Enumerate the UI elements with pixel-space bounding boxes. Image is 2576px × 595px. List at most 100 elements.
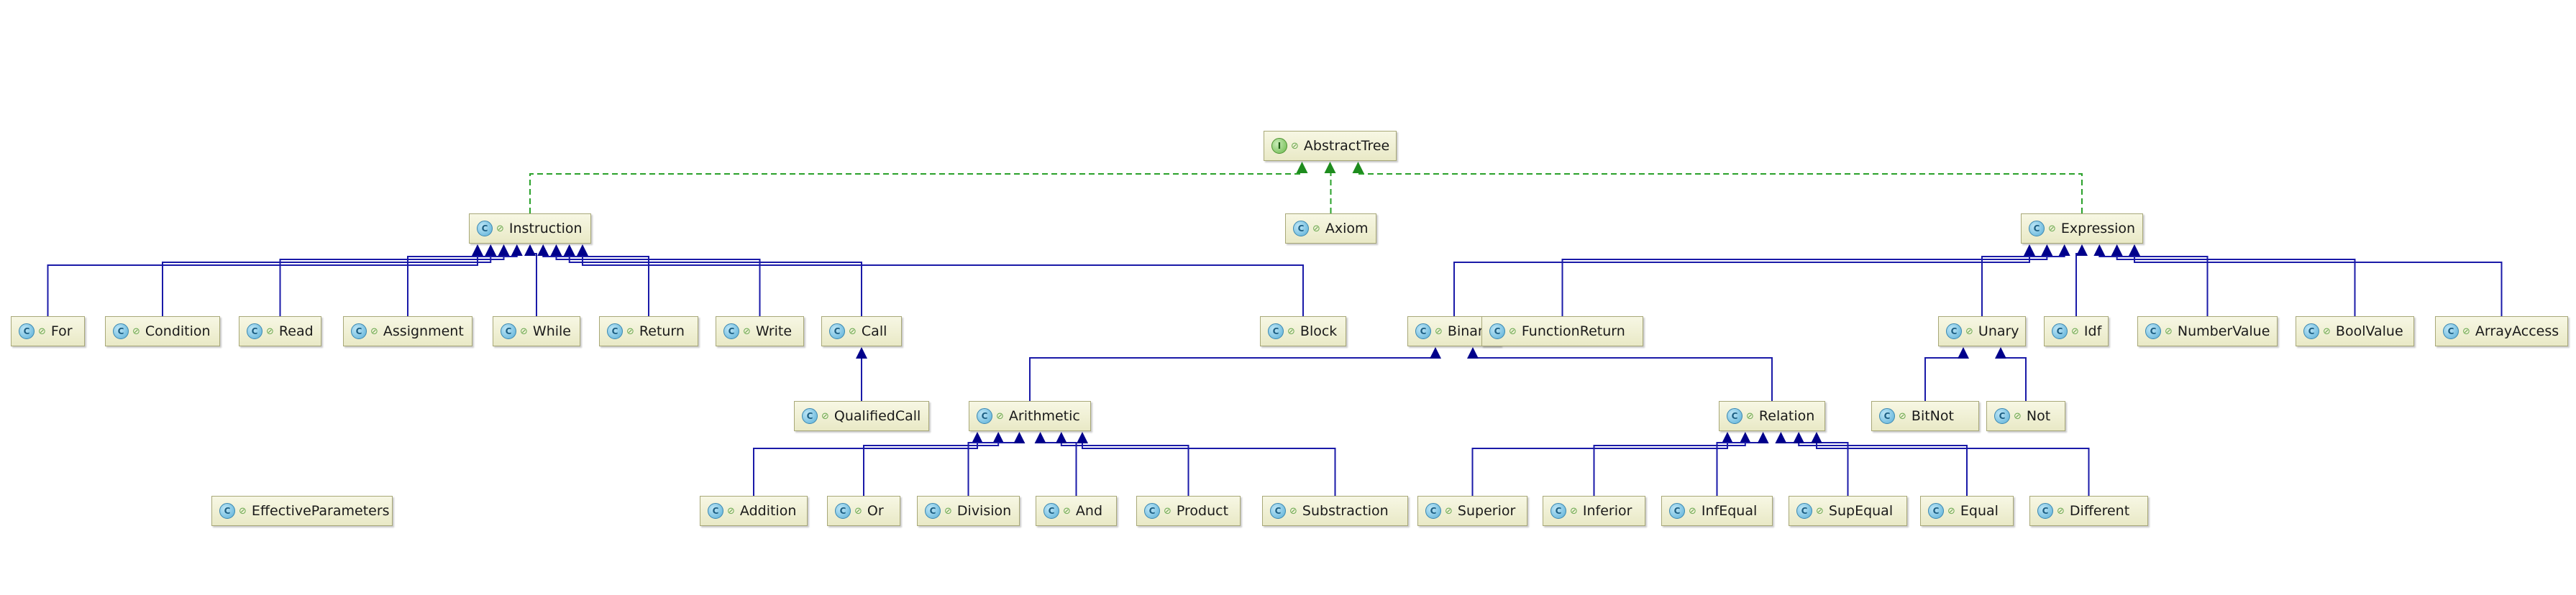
class-name: Instruction: [508, 221, 583, 236]
class-node-inf-equal[interactable]: C⊘InfEqual: [1661, 496, 1773, 526]
class-name: Equal: [1960, 503, 1999, 519]
class-icon: C: [501, 323, 516, 339]
extends-edge-while: [529, 253, 537, 316]
extends-edge-binary: [1453, 255, 2030, 316]
arrowhead: [1757, 432, 1769, 443]
class-icon: C: [1415, 323, 1431, 339]
class-icon: C: [977, 408, 992, 424]
class-node-not[interactable]: C⊘Not: [1986, 401, 2065, 431]
class-node-for[interactable]: C⊘For: [11, 316, 85, 346]
visibility-icon: ⊘: [266, 326, 274, 337]
visibility-icon: ⊘: [1445, 505, 1453, 517]
arrowhead: [972, 432, 983, 443]
class-node-abstract-tree[interactable]: I⊘AbstractTree: [1264, 131, 1397, 161]
class-icon: C: [1270, 503, 1286, 519]
arrowhead: [511, 244, 523, 256]
class-node-different[interactable]: C⊘Different: [2029, 496, 2148, 526]
class-node-inferior[interactable]: C⊘Inferior: [1543, 496, 1645, 526]
class-name: Write: [755, 323, 793, 339]
class-node-call[interactable]: C⊘Call: [821, 316, 902, 346]
class-node-bool-value[interactable]: C⊘BoolValue: [2296, 316, 2414, 346]
extends-edge-or: [863, 443, 1000, 496]
visibility-icon: ⊘: [854, 505, 862, 517]
class-icon: C: [2443, 323, 2459, 339]
class-node-instruction[interactable]: C⊘Instruction: [469, 213, 591, 244]
class-node-condition[interactable]: C⊘Condition: [105, 316, 220, 346]
visibility-icon: ⊘: [2323, 326, 2331, 337]
class-icon: C: [2303, 323, 2319, 339]
extends-edge-assignment: [407, 255, 518, 316]
visibility-icon: ⊘: [1746, 410, 1754, 422]
class-icon: C: [925, 503, 941, 519]
class-icon: C: [219, 503, 235, 519]
interface-icon: I: [1271, 138, 1287, 154]
class-node-bit-not[interactable]: C⊘BitNot: [1871, 401, 1979, 431]
class-node-idf[interactable]: C⊘Idf: [2044, 316, 2109, 346]
class-icon: C: [1293, 221, 1309, 236]
class-node-product[interactable]: C⊘Product: [1136, 496, 1241, 526]
arrowhead: [1296, 162, 1308, 173]
arrowhead: [2111, 244, 2123, 256]
class-node-division[interactable]: C⊘Division: [917, 496, 1020, 526]
class-icon: C: [1043, 503, 1059, 519]
class-node-qualified-call[interactable]: C⊘QualifiedCall: [794, 401, 929, 431]
visibility-icon: ⊘: [370, 326, 378, 337]
class-node-axiom[interactable]: C⊘Axiom: [1285, 213, 1376, 244]
class-icon: C: [1550, 503, 1566, 519]
class-icon: C: [607, 323, 623, 339]
class-name: Division: [956, 503, 1012, 519]
class-node-return[interactable]: C⊘Return: [599, 316, 698, 346]
class-node-arithmetic[interactable]: C ⊘ Arithmetic: [969, 401, 1091, 431]
class-icon: C: [1489, 323, 1505, 339]
class-node-or[interactable]: C⊘Or: [827, 496, 900, 526]
extends-edge-read: [279, 255, 505, 316]
class-node-while[interactable]: C⊘While: [493, 316, 580, 346]
class-node-read[interactable]: C ⊘ Read: [239, 316, 321, 346]
visibility-icon: ⊘: [1570, 505, 1578, 517]
class-node-block[interactable]: C⊘Block: [1260, 316, 1346, 346]
class-node-and[interactable]: C⊘And: [1036, 496, 1117, 526]
arrowhead: [1722, 432, 1733, 443]
class-node-write[interactable]: C⊘Write: [716, 316, 804, 346]
visibility-icon: ⊘: [132, 326, 140, 337]
class-node-relation[interactable]: C⊘Relation: [1719, 401, 1825, 431]
class-node-sup-equal[interactable]: C⊘SupEqual: [1789, 496, 1907, 526]
extends-edge-idf: [2075, 253, 2083, 316]
extends-edge-call: [568, 255, 862, 316]
class-node-superior[interactable]: C⊘Superior: [1417, 496, 1527, 526]
visibility-icon: ⊘: [1063, 505, 1071, 517]
class-icon: C: [247, 323, 262, 339]
class-node-addition[interactable]: C⊘Addition: [700, 496, 808, 526]
class-name: Axiom: [1325, 221, 1369, 236]
class-name: Idf: [2083, 323, 2102, 339]
visibility-icon: ⊘: [1689, 505, 1696, 517]
visibility-icon: ⊘: [996, 410, 1004, 422]
class-node-assignment[interactable]: C⊘Assignment: [343, 316, 472, 346]
arrowhead: [1958, 347, 1969, 359]
visibility-icon: ⊘: [1287, 326, 1295, 337]
class-icon: C: [1879, 408, 1895, 424]
visibility-icon: ⊘: [1164, 505, 1171, 517]
arrowhead: [537, 244, 549, 256]
extends-edge-superior: [1471, 443, 1728, 496]
class-name: NumberValue: [2177, 323, 2270, 339]
class-icon: C: [1268, 323, 1284, 339]
class-node-number-value[interactable]: C⊘NumberValue: [2137, 316, 2278, 346]
arrowhead: [524, 244, 536, 256]
class-name: Expression: [2060, 221, 2136, 236]
extends-edge-not: [2001, 357, 2027, 401]
class-node-array-access[interactable]: C⊘ArrayAccess: [2435, 316, 2568, 346]
class-node-unary[interactable]: C⊘Unary: [1938, 316, 2026, 346]
class-node-expression[interactable]: C⊘Expression: [2021, 213, 2143, 244]
class-node-function-return[interactable]: C⊘FunctionReturn: [1481, 316, 1643, 346]
class-node-substraction[interactable]: C⊘Substraction: [1262, 496, 1408, 526]
class-name: Read: [278, 323, 314, 339]
arrowhead: [2024, 244, 2035, 256]
arrowhead: [2058, 244, 2070, 256]
class-icon: C: [723, 323, 739, 339]
arrowhead: [2129, 244, 2140, 256]
arrowhead: [1793, 432, 1805, 443]
class-node-equal[interactable]: C⊘Equal: [1920, 496, 2014, 526]
class-node-effective-parameters[interactable]: C⊘EffectiveParameters: [211, 496, 393, 526]
class-name: Arithmetic: [1008, 408, 1080, 424]
